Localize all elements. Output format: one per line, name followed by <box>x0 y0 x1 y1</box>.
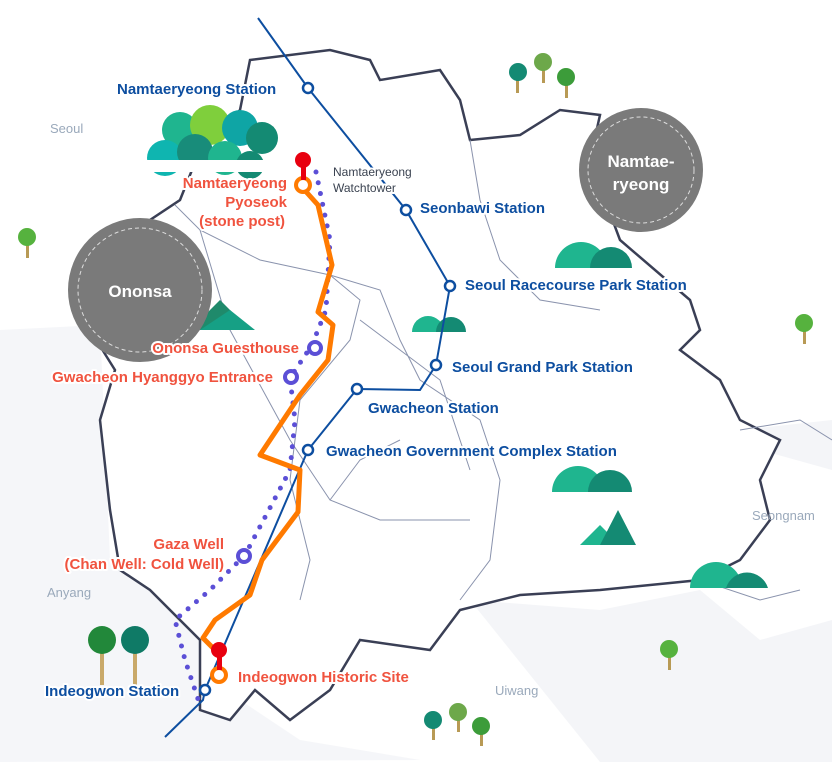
station-namtaeryeong[interactable]: Namtaeryeong Station <box>115 79 278 100</box>
poi-indeogwon: Indeogwon Historic Site <box>238 669 409 686</box>
city-anyang: Anyang <box>47 585 91 600</box>
poi-pyoseok-3: (stone post) <box>199 213 285 230</box>
poi-hyanggyo: Gwacheon Hyanggyo Entrance <box>52 369 273 386</box>
ononsa-label: Ononsa <box>108 282 172 301</box>
station-gwacheon-gov-complex[interactable]: Gwacheon Government Complex Station <box>324 441 619 462</box>
station-indeogwon[interactable]: Indeogwon Station <box>43 681 181 702</box>
poi-guesthouse: Ononsa Guesthouse <box>152 340 299 357</box>
hiking-trail <box>200 182 336 653</box>
station-seonbawi[interactable]: Seonbawi Station <box>418 198 547 219</box>
city-seoul: Seoul <box>50 121 83 136</box>
poi-gaza-1: Gaza Well <box>153 536 224 553</box>
hills <box>140 105 768 588</box>
poi-pyoseok-1: Namtaeryeong <box>183 175 287 192</box>
station-markers[interactable] <box>198 81 457 697</box>
namtaeryeong-badge: Namtae- ryeong <box>579 108 703 232</box>
city-seongnam: Seongnam <box>752 508 815 523</box>
trees <box>18 53 813 746</box>
pin-icon <box>211 152 311 670</box>
ononsa-badge: Ononsa <box>68 218 212 362</box>
poi-watchtower-1: Namtaeryeong <box>333 165 412 179</box>
poi-watchtower-2: Watchtower <box>333 181 396 195</box>
namtae-label-2: ryeong <box>613 175 670 194</box>
namtae-label-1: Namtae- <box>607 152 674 171</box>
station-seoul-grand-park[interactable]: Seoul Grand Park Station <box>450 357 635 378</box>
poi-gaza-2: (Chan Well: Cold Well) <box>65 556 224 573</box>
station-gwacheon[interactable]: Gwacheon Station <box>366 398 501 419</box>
poi-pyoseok-2: Pyoseok <box>225 194 287 211</box>
station-racecourse-park[interactable]: Seoul Racecourse Park Station <box>463 275 689 296</box>
city-uiwang: Uiwang <box>495 683 538 698</box>
dotted-walking-route <box>172 169 333 708</box>
